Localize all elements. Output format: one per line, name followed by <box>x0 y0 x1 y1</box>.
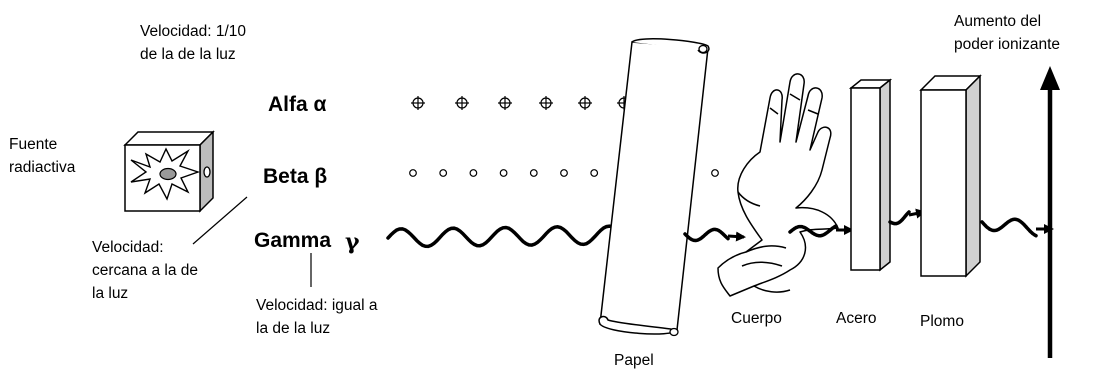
steel-slab <box>848 78 893 272</box>
beta-speed-leader-line <box>192 196 248 245</box>
beta-label: Beta β <box>263 165 327 188</box>
beta-speed-line3: la luz <box>92 285 128 302</box>
alpha-particle <box>498 96 512 110</box>
alpha-particle <box>539 96 553 110</box>
gamma-wave-segment-paper-body <box>683 227 730 243</box>
beta-speed-line2: cercana a la de <box>92 262 198 279</box>
paper-scroll <box>598 38 710 337</box>
ionizing-axis-label-line2: poder ionizante <box>954 36 1060 53</box>
gamma-label: Gamma <box>254 229 331 252</box>
radioactive-source-box <box>123 130 215 213</box>
lead-slab <box>919 74 982 278</box>
gamma-wave-segment-after-lead <box>980 217 1038 238</box>
beta-speed-line1: Velocidad: <box>92 239 164 256</box>
gamma-symbol: γ <box>345 229 360 255</box>
ionizing-axis-arrowhead <box>1040 66 1060 90</box>
lead-label: Plomo <box>920 313 964 330</box>
alpha-particle <box>411 96 425 110</box>
beta-particle <box>711 169 719 177</box>
ionizing-axis-label-line1: Aumento del <box>954 13 1041 30</box>
alpha-speed-line1: Velocidad: 1/10 <box>140 23 246 40</box>
beta-particle <box>439 169 448 177</box>
body-label: Cuerpo <box>731 310 782 327</box>
beta-particle <box>590 169 599 177</box>
gamma-wave-segment-steel-lead <box>888 210 911 226</box>
gamma-wave-segment-body-steel <box>788 224 838 238</box>
hand-icon <box>717 73 839 297</box>
source-label-line2: radiactiva <box>9 159 76 176</box>
beta-particle <box>469 169 478 177</box>
gamma-speed-line1: Velocidad: igual a <box>256 297 378 314</box>
beta-particle <box>409 169 417 177</box>
alpha-particle <box>578 96 592 110</box>
beta-particle <box>529 169 538 177</box>
beta-particle <box>560 169 568 177</box>
alpha-particle-stream <box>411 96 631 110</box>
paper-label: Papel <box>614 352 654 369</box>
source-label-line1: Fuente <box>9 136 57 153</box>
alpha-speed-line2: de la de la luz <box>140 46 236 63</box>
beta-particle <box>499 169 508 177</box>
gamma-arrow-body <box>727 231 746 242</box>
gamma-speed-line2: la de la luz <box>256 320 330 337</box>
alpha-label: Alfa α <box>268 93 327 116</box>
gamma-wave-segment-source <box>386 224 620 249</box>
steel-label: Acero <box>836 310 877 327</box>
alpha-particle <box>455 96 469 110</box>
